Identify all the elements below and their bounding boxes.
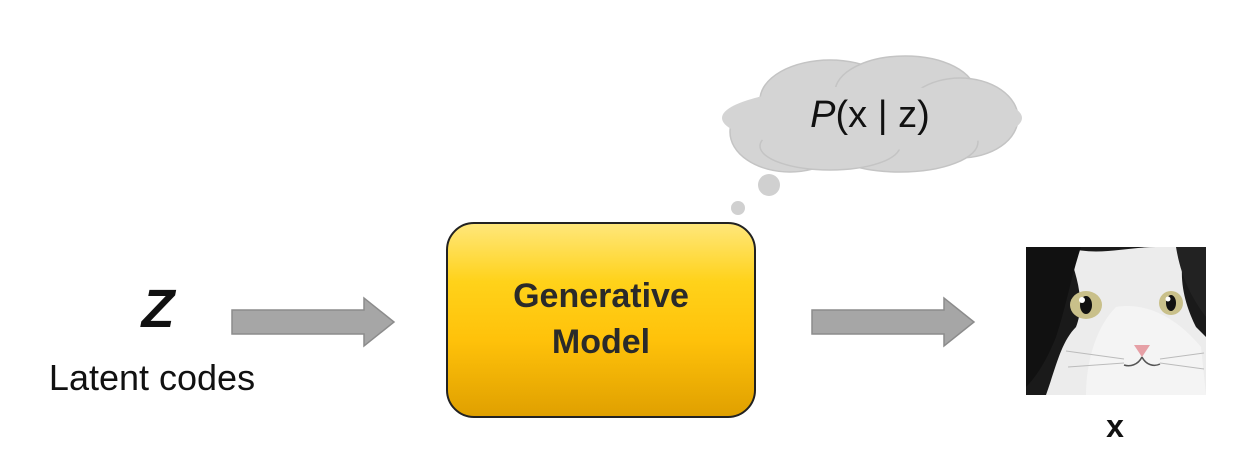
cat-face-icon xyxy=(1026,247,1206,395)
formula-rest: (x | z) xyxy=(835,94,930,136)
thought-dot-medium xyxy=(731,201,745,215)
output-caption: x xyxy=(1106,408,1124,444)
output-cat-image xyxy=(1026,247,1206,395)
thought-formula: P(x | z) xyxy=(760,96,980,134)
arrow-to-output xyxy=(811,296,976,348)
thought-dot-large xyxy=(758,174,780,196)
latent-symbol: Z xyxy=(141,279,175,339)
arrow-to-model xyxy=(231,296,396,348)
model-label: Generative Model xyxy=(513,277,689,361)
generative-model-box: Generative Model xyxy=(446,222,756,418)
formula-p: P xyxy=(810,94,836,136)
latent-caption: Latent codes xyxy=(48,357,256,398)
